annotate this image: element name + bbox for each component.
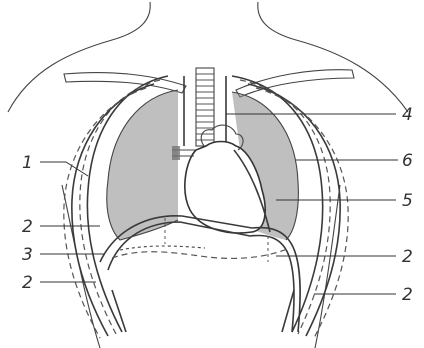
label-2-left-upper: 2 [22,217,33,237]
label-6: 6 [402,151,413,171]
label-1: 1 [22,153,33,173]
label-2-right-upper: 2 [402,247,413,267]
label-4: 4 [402,105,413,125]
label-5: 5 [402,191,413,211]
label-2-right-lower: 2 [402,285,413,305]
trachea [184,68,226,146]
label-2-left-lower: 2 [22,273,33,293]
rib-tips [112,290,294,332]
label-3: 3 [22,245,33,265]
